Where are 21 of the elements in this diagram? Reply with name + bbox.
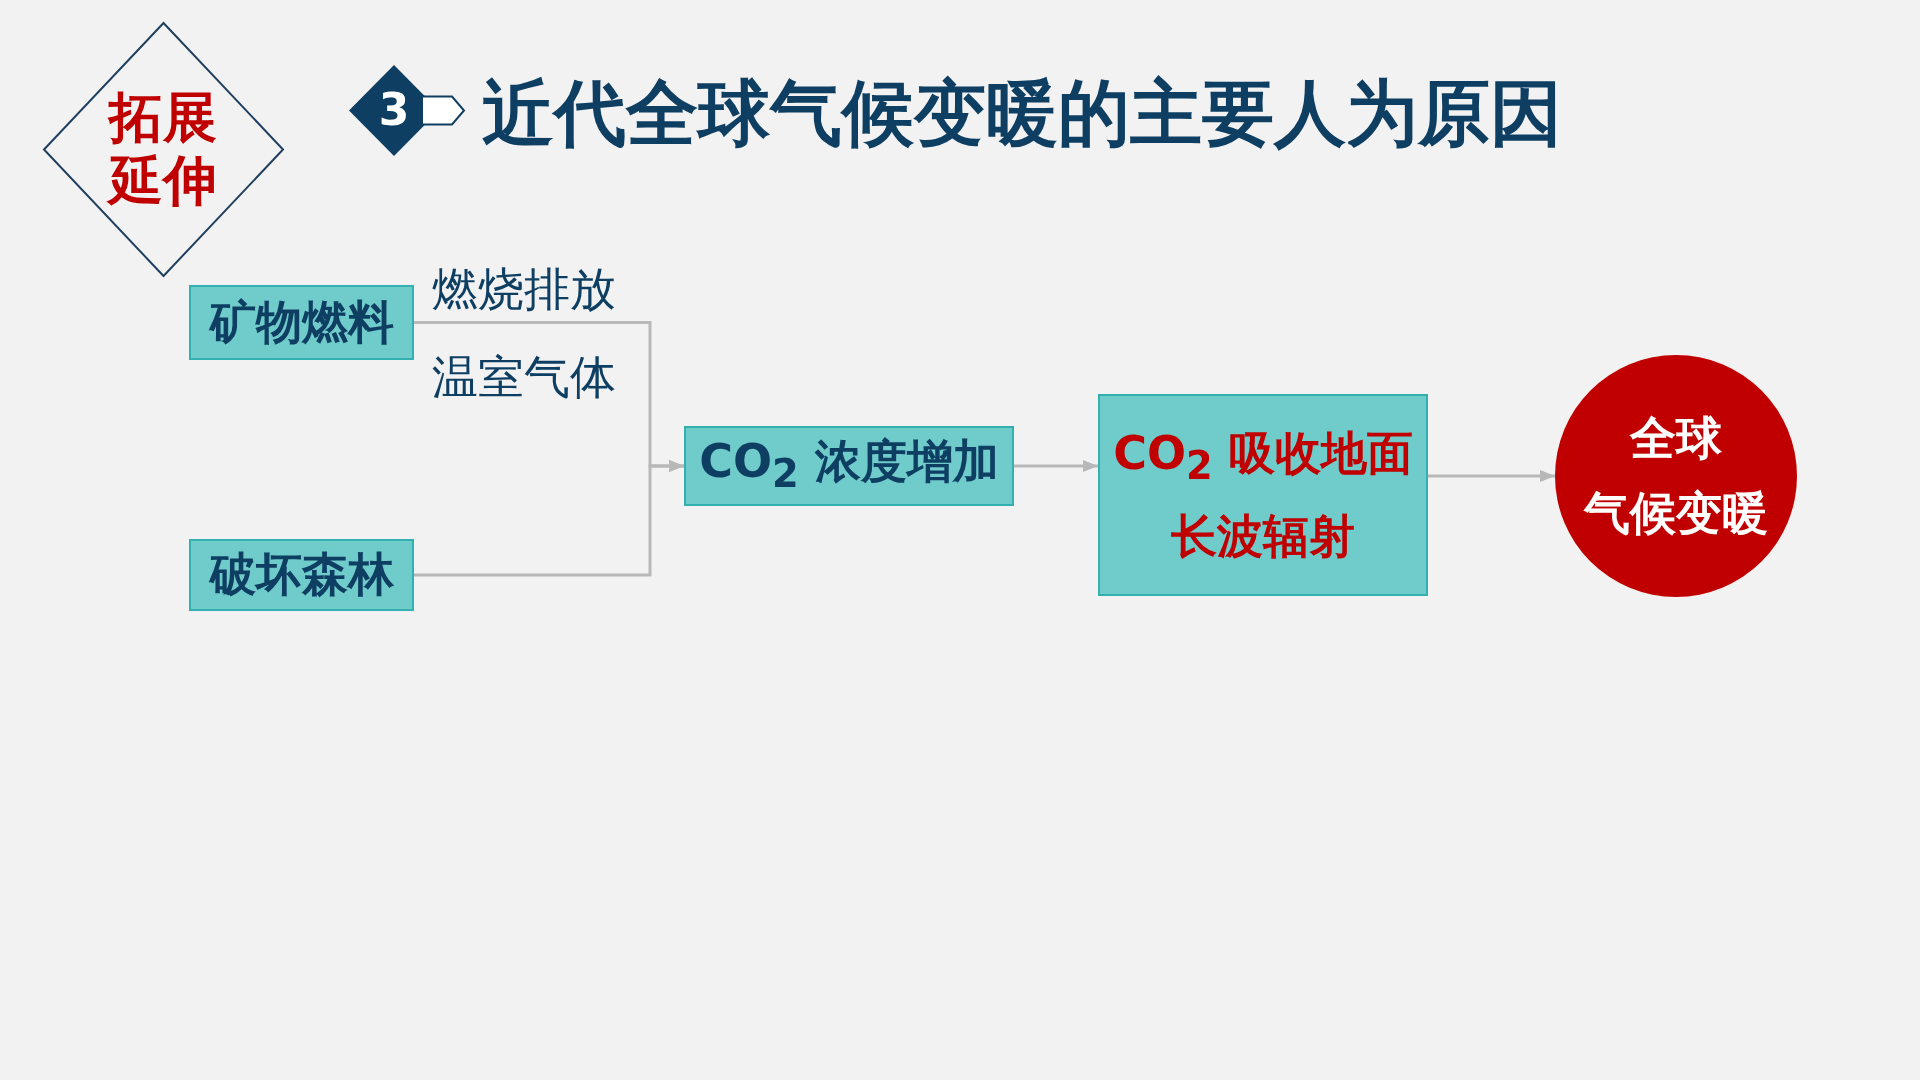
circle-text: 气候变暖: [1584, 486, 1768, 542]
connector-arrow: [1014, 460, 1098, 472]
annotation-text: 燃烧排放: [432, 262, 616, 318]
diamond-frame: [43, 22, 284, 277]
tag-text: 拓展延伸: [106, 87, 221, 212]
box-text: CO$_{2}$ 浓度增加: [699, 434, 999, 498]
badge-number: 3: [377, 84, 411, 137]
process-box: [189, 285, 414, 360]
box-text: 破坏森林: [209, 547, 394, 603]
process-box: [1098, 394, 1428, 596]
connector-arrow: [414, 460, 684, 577]
number-badge: [348, 64, 468, 157]
box-text: 长波辐射: [1171, 509, 1355, 565]
annotation-text: 温室气体: [432, 350, 616, 406]
circle-text: 全球: [1630, 410, 1722, 466]
box-text: CO$_{2}$ 吸收地面: [1113, 425, 1413, 489]
connector-arrow: [1428, 470, 1555, 482]
slide-title: 近代全球气候变暖的主要人为原因: [482, 70, 1562, 157]
process-box: [189, 539, 414, 611]
process-box: [684, 426, 1014, 506]
box-text: 矿物燃料: [209, 294, 394, 351]
